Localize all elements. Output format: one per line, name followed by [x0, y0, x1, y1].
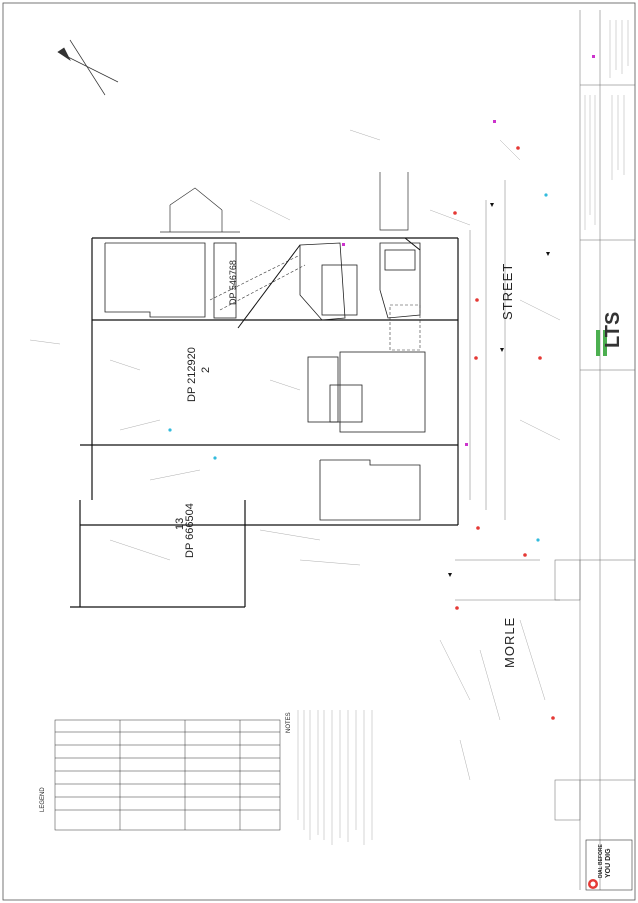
notes-title: NOTES — [286, 712, 292, 733]
property-boundary — [70, 237, 459, 608]
notes-text-block — [297, 710, 373, 845]
control-mark-icons — [448, 203, 550, 577]
lot-2-number: 2 — [200, 366, 212, 373]
lot-2-plan: DP 212920 — [186, 347, 198, 402]
north-arrow-icon — [57, 39, 119, 96]
kerb-lines — [455, 180, 560, 601]
buildings — [104, 242, 426, 521]
title-block — [554, 10, 635, 890]
street-name-label: STREET — [500, 262, 515, 320]
survey-detail-marks — [29, 129, 561, 781]
dbyd-line-1: DIAL BEFORE — [598, 844, 604, 878]
elevation-inset — [160, 172, 409, 233]
driveway-lines — [209, 254, 421, 351]
dial-before-you-dig-logo-icon — [585, 839, 633, 891]
title-block-text-lines — [584, 20, 629, 230]
lot-13-plan: DP 666504 — [184, 503, 196, 558]
lts-logo-icon — [596, 330, 607, 356]
magenta-markers — [342, 55, 595, 446]
legend-title: LEGEND — [40, 787, 46, 812]
street-name-label-2: MORLE — [502, 616, 517, 668]
dbyd-line-2: YOU DIG — [605, 848, 612, 878]
red-markers — [453, 146, 555, 720]
cyan-markers — [168, 193, 548, 542]
dp-label: DP 546768 — [228, 260, 238, 305]
legend-table — [54, 719, 281, 831]
company-logo-text: LTS — [602, 311, 624, 348]
